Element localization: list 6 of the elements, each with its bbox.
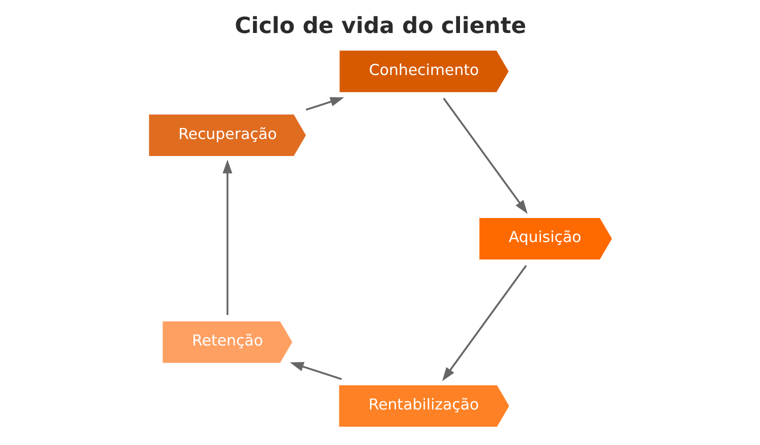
arrow xyxy=(442,265,526,382)
arrow xyxy=(289,362,342,380)
arrow xyxy=(222,160,232,316)
arrow xyxy=(442,98,528,214)
diagram-title: Ciclo de vida do cliente xyxy=(234,13,526,40)
arrow xyxy=(305,97,344,111)
